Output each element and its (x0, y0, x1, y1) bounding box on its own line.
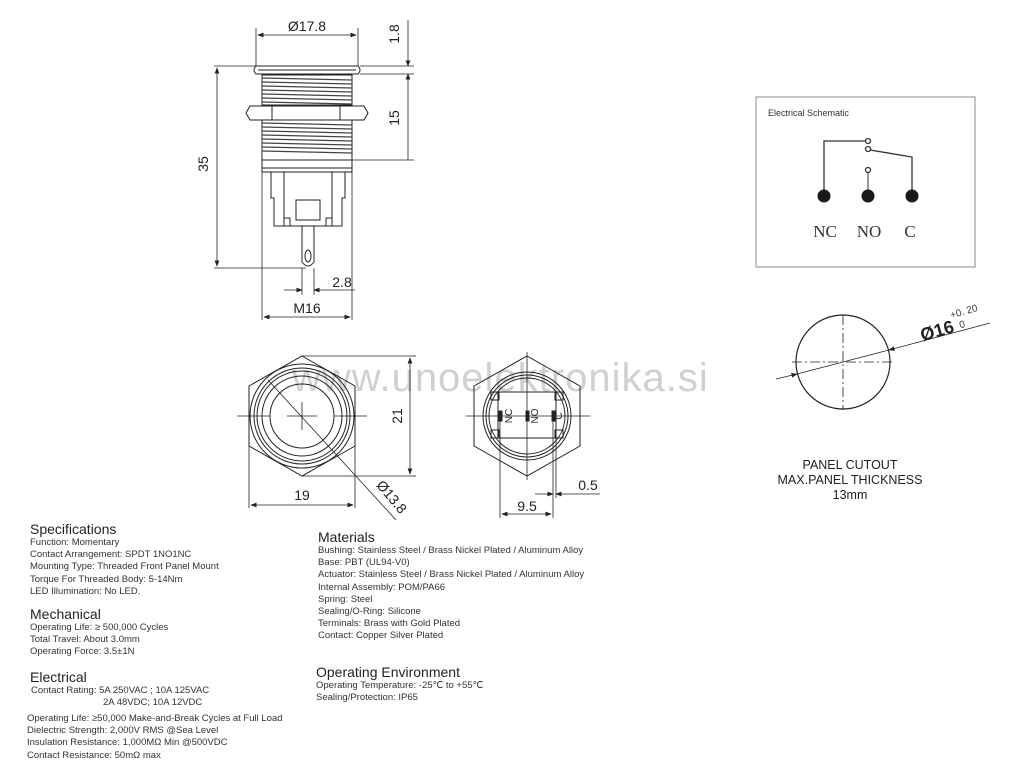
panel-cutout-notes: PANEL CUTOUT MAX.PANEL THICKNESS 13mm (760, 458, 940, 503)
environment-item: Sealing/Protection: IP65 (316, 692, 418, 704)
panel-cutout-drawing (775, 314, 991, 410)
material-item: Internal Assembly: POM/PA66 (318, 581, 446, 593)
material-item: Sealing/O-Ring: Silicone (318, 606, 421, 618)
specifications-section: Specifications Function: Momentary Conta… (30, 521, 219, 598)
side-view-dimensions: Ø17.8 1.8 15 35 2.8 M16 (195, 18, 402, 316)
dim-cutout-tol-upper: +0. 20 (949, 303, 979, 321)
electrical-details: Operating Life: ≥50,000 Make-and-Break C… (27, 713, 283, 762)
dim-cutout-diameter: Ø16 (918, 317, 956, 346)
specifications-title: Specifications (30, 521, 117, 537)
dim-head-height: 1.8 (386, 24, 402, 44)
contact-rating-line1: Contact Rating: 5A 250VAC ; 10A 125VAC (31, 685, 210, 696)
material-item: Terminals: Brass with Gold Plated (318, 618, 461, 630)
schematic-label-nc: NC (813, 222, 837, 241)
dim-thread: M16 (293, 300, 320, 316)
dim-pin-width: 2.8 (332, 274, 352, 290)
dim-thread-length: 15 (386, 110, 402, 126)
materials-section: Materials Bushing: Stainless Steel / Bra… (318, 529, 584, 643)
panel-thickness-line: MAX.PANEL THICKNESS (777, 473, 923, 487)
material-item: Bushing: Stainless Steel / Brass Nickel … (318, 545, 584, 556)
schematic-box: Electrical Schematic NC NO C (755, 96, 976, 268)
electrical-item: Contact Resistance: 50mΩ max (27, 749, 161, 761)
rear-view (466, 352, 600, 518)
schematic-title: Electrical Schematic (768, 108, 850, 118)
front-view (237, 355, 416, 521)
environment-section: Operating Environment Operating Temperat… (316, 664, 483, 704)
mechanical-item: Operating Force: 3.5±1N (30, 646, 135, 658)
mechanical-item: Operating Life: ≥ 500,000 Cycles (30, 622, 169, 633)
spec-item: LED Illumination: No LED. (30, 585, 141, 597)
material-item: Actuator: Stainless Steel / Brass Nickel… (318, 569, 585, 581)
panel-cutout-dimension: Ø16 +0. 20 0 (918, 303, 979, 346)
panel-cutout-line: PANEL CUTOUT (802, 458, 898, 472)
side-view (214, 20, 414, 320)
terminal-label-c: C (554, 412, 565, 419)
spec-item: Contact Arrangement: SPDT 1NO1NC (30, 549, 192, 561)
watermark: www.unoelektronika.si (292, 356, 709, 400)
mechanical-item: Total Travel: About 3.0mm (30, 634, 140, 646)
material-item: Contact: Copper Silver Plated (318, 630, 444, 642)
panel-thickness-value: 13mm (832, 488, 868, 502)
dim-head-diameter: Ø17.8 (288, 18, 326, 34)
electrical-title: Electrical (30, 669, 87, 685)
rear-view-labels: NC NO C 9.5 0.5 (504, 408, 598, 514)
electrical-section: Electrical Contact Rating: 5A 250VAC ; 1… (30, 669, 209, 709)
schematic-label-c: C (904, 222, 915, 241)
dim-terminal-span: 9.5 (517, 498, 537, 514)
mechanical-title: Mechanical (30, 606, 101, 622)
mechanical-section: Mechanical Operating Life: ≥ 500,000 Cyc… (30, 606, 168, 659)
terminal-c-icon (905, 189, 919, 203)
terminal-label-nc: NC (504, 409, 515, 423)
spec-item: Mounting Type: Threaded Front Panel Moun… (30, 561, 219, 573)
materials-title: Materials (318, 529, 375, 545)
electrical-item: Operating Life: ≥50,000 Make-and-Break C… (27, 713, 283, 724)
contact-rating-line2: 2A 48VDC; 10A 12VDC (103, 697, 203, 709)
dim-total-length: 35 (195, 156, 211, 172)
dim-cutout-tol-lower: 0 (958, 319, 967, 331)
terminal-no-icon (861, 189, 875, 203)
dim-hex-height: 21 (389, 408, 405, 424)
dim-actuator-diameter: Ø13.8 (373, 477, 410, 517)
terminal-nc-icon (817, 189, 831, 203)
electrical-item: Insulation Resistance: 1,000MΩ Min @500V… (27, 737, 228, 749)
terminal-label-no: NO (530, 408, 541, 423)
front-view-dimensions: 19 21 Ø13.8 (294, 408, 410, 517)
schematic-label-no: NO (857, 222, 882, 241)
dim-hex-width: 19 (294, 487, 310, 503)
spec-item: Function: Momentary (30, 537, 120, 548)
material-item: Spring: Steel (318, 593, 373, 605)
environment-title: Operating Environment (316, 664, 460, 680)
material-item: Base: PBT (UL94-V0) (318, 557, 410, 569)
environment-item: Operating Temperature: -25℃ to +55℃ (316, 680, 484, 691)
electrical-item: Dielectric Strength: 2,000V RMS @Sea Lev… (27, 725, 219, 737)
dim-terminal-width: 0.5 (578, 477, 598, 493)
spec-item: Torque For Threaded Body: 5-14Nm (30, 573, 183, 585)
